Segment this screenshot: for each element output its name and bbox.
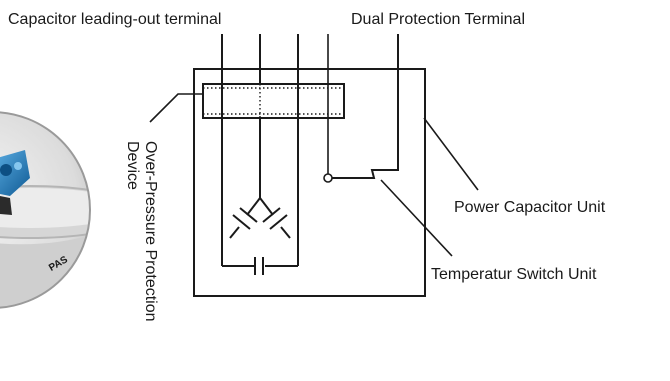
over-pressure-leader <box>149 93 203 123</box>
capacitor-network <box>222 197 298 275</box>
power-capacitor-unit-box <box>193 68 426 297</box>
temperature-switch-contact <box>323 173 333 183</box>
over-pressure-label-line2: Device <box>124 141 141 190</box>
capacitor-terminal-label: Capacitor leading-out terminal <box>8 11 221 28</box>
power-capacitor-leader <box>423 117 479 191</box>
over-pressure-label-group: Over-Pressure Protection Device <box>124 141 159 322</box>
power-capacitor-unit-label: Power Capacitor Unit <box>454 199 606 216</box>
temperature-switch-unit-label: Temperatur Switch Unit <box>431 266 597 283</box>
over-pressure-label-line1: Over-Pressure Protection <box>142 141 159 322</box>
over-pressure-device-box <box>202 83 345 119</box>
photo-frame <box>0 111 91 309</box>
product-photo: PAS <box>0 112 90 308</box>
temperature-switch-leader <box>380 179 453 257</box>
temperature-switch-path <box>332 34 399 179</box>
dual-protection-terminal-label: Dual Protection Terminal <box>351 11 525 28</box>
blue-terminal-block <box>0 150 30 215</box>
